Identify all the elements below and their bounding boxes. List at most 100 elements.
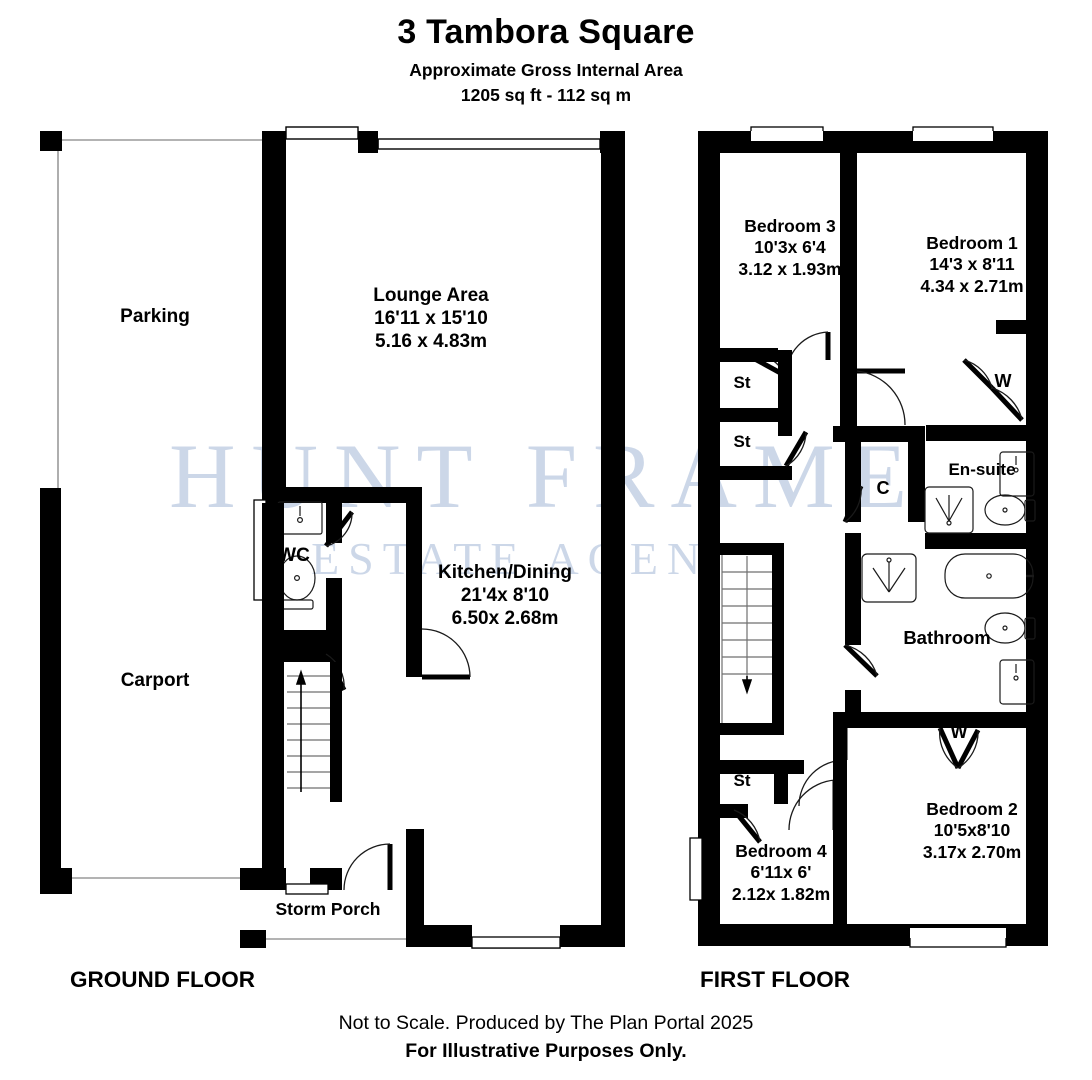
room-label-cupboard: C [862,478,904,500]
front-door [343,843,393,891]
room-label-kitchen: Kitchen/Dining 21'4x 8'10 6.50x 2.68m [370,561,640,631]
storage-3-name: St [733,771,751,790]
parking-post-top [40,131,62,151]
room-label-wardrobe-1: W [982,371,1024,393]
ground-south-window [471,936,561,949]
ground-west-wall-upper [262,131,286,501]
wc-east-wall-lower [326,578,342,630]
room-label-wardrobe-2: W [938,722,980,744]
st2-door [783,430,809,468]
wc-door [324,510,354,548]
hall-east-wall [326,646,342,701]
room-label-storm-porch: Storm Porch [248,899,408,920]
room-label-ensuite: En-suite [912,460,1052,481]
bathroom-basin-icon [861,553,917,603]
ground-porch-post [240,930,266,948]
ground-south-wall-right [560,925,625,947]
ensuite-south-wall [925,533,1048,549]
ground-north-wall-mid [358,131,378,153]
porch-door-window [285,883,329,895]
ground-floor-plan [40,126,625,949]
st3-door [732,808,762,844]
hall-north-wall [262,646,342,662]
cupboard-name: C [876,478,890,498]
lounge-dim-metric: 5.16 x 4.83m [375,331,487,353]
parking-name: Parking [120,306,190,327]
lounge-dim-imperial: 16'11 x 15'10 [374,308,488,330]
kitchen-dim-imperial: 21'4x 8'10 [460,585,550,607]
wardrobe-2-name: W [950,722,968,742]
ground-north-wall-left [262,131,286,153]
room-label-bedroom2: Bedroom 2 10'5x8'10 3.17x 2.70m [868,799,1076,863]
st3-south-wall [720,804,748,818]
staircase-first [720,553,784,735]
bedroom2-dim-metric: 3.17x 2.70m [922,841,1022,862]
room-label-bedroom1: Bedroom 1 14'3 x 8'11 4.34 x 2.71m [868,233,1076,297]
st1-south-wall [720,408,792,422]
room-label-storage-1: St [714,373,770,394]
area-value: 1205 sq ft - 112 sq m [460,85,632,106]
stair-up-arrow [295,669,307,792]
kitchen-door [421,628,471,680]
bedroom1-dim-metric: 4.34 x 2.71m [920,275,1024,296]
ensuite-toilet-icon [984,494,1036,526]
parking-boundary-lines [57,139,262,890]
bathroom-name: Bathroom [903,627,991,648]
room-label-storage-2: St [714,432,770,453]
room-label-wc: WC [258,544,330,567]
st2-east-wall [778,422,792,436]
room-label-storage-3: St [714,771,770,792]
ensuite-shower-icon [924,486,974,534]
bedroom2-dim-imperial: 10'5x8'10 [933,820,1011,841]
ensuite-name: En-suite [948,460,1016,479]
wardrobe-1-name: W [994,371,1012,391]
bathroom-door [843,643,879,678]
wc-name: WC [278,545,310,566]
carport-name: Carport [120,670,190,691]
bedroom1-name: Bedroom 1 [926,233,1018,253]
area-caption: Approximate Gross Internal Area [409,60,683,81]
porch-wall-right [310,868,342,890]
ground-floor-caption: GROUND FLOOR [70,967,255,992]
first-north-wall [698,131,1048,153]
storage-2-name: St [733,432,751,451]
bed4-north-wall [788,760,804,774]
bedroom1-dim-imperial: 14'3 x 8'11 [929,254,1015,275]
bedroom3-door [740,331,831,379]
wc-basin-icon [277,501,323,535]
footer-credit: Not to Scale. Produced by The Plan Porta… [338,1012,754,1034]
ground-north-wall-right [600,131,625,153]
room-label-parking: Parking [55,305,255,328]
room-label-carport: Carport [55,669,255,692]
landing-nub [833,426,847,442]
stair-down-arrow [741,676,753,695]
storm-porch-name: Storm Porch [275,899,381,919]
porch-kitchen-wall [406,829,424,947]
bedroom4-dim-imperial: 6'11x 6' [750,862,812,883]
cupboard-c-door [842,484,864,524]
st3-east-wall [774,760,788,804]
wardrobe1-west-wall [996,320,1012,332]
wc-south-wall [262,630,342,646]
room-label-bedroom3: Bedroom 3 10'3x 6'4 3.12 x 1.93m [697,216,883,280]
st2-south-wall [720,466,792,480]
bedroom2-name: Bedroom 2 [926,799,1018,819]
kitchen-south-connector [424,925,625,947]
bedroom4-name: Bedroom 4 [735,841,827,861]
porch-side-window [408,833,422,891]
wardrobe1-south-wall [926,425,1026,441]
c-north-wall [845,426,925,442]
bathroom-west-wall [845,533,861,645]
c-west-wall [845,426,861,522]
staircase-ground [284,662,342,802]
room-label-bathroom: Bathroom [872,627,1022,650]
first-south-window [909,935,1007,948]
bedroom3-dim-imperial: 10'3x 6'4 [754,237,826,258]
bedroom4-door [788,779,838,831]
ground-south-wall-left [424,925,472,947]
ground-north-windows [285,126,601,150]
bathroom-bath-icon [944,553,1034,599]
bed4-bed2-divider [833,712,847,946]
ground-east-wall [601,131,625,946]
